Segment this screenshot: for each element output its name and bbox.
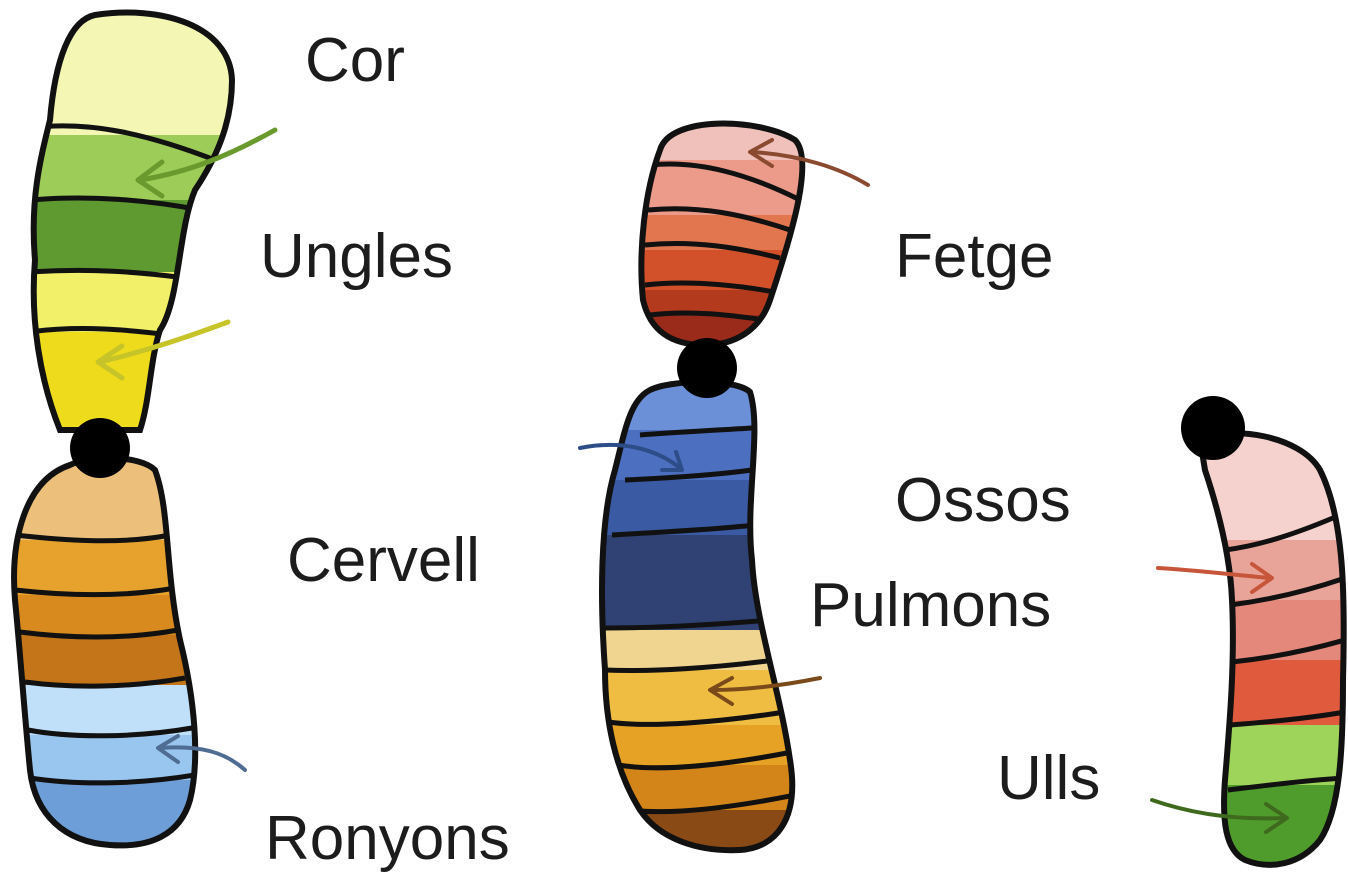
label-ossos: Ossos	[895, 470, 1071, 532]
label-cor: Cor	[305, 30, 405, 92]
label-fetge: Fetge	[895, 226, 1054, 288]
chromosome-1-upper-arm	[0, 0, 260, 442]
label-ulls: Ulls	[997, 748, 1100, 810]
chromosome-1-centromere	[70, 418, 130, 478]
chromosome-2-centromere	[677, 338, 737, 398]
label-pulmons: Pulmons	[810, 575, 1051, 637]
chromosome-2-upper-arm	[620, 100, 840, 355]
chromosome-2	[590, 100, 840, 860]
chromosome-1-lower-arm	[0, 440, 220, 860]
chromosome-1	[0, 0, 260, 860]
label-cervell: Cervell	[287, 530, 480, 592]
chromosome-3-centromere	[1181, 396, 1245, 460]
label-ronyons: Ronyons	[265, 808, 510, 870]
arrow-ossos	[1158, 564, 1272, 592]
label-ungles: Ungles	[260, 226, 453, 288]
